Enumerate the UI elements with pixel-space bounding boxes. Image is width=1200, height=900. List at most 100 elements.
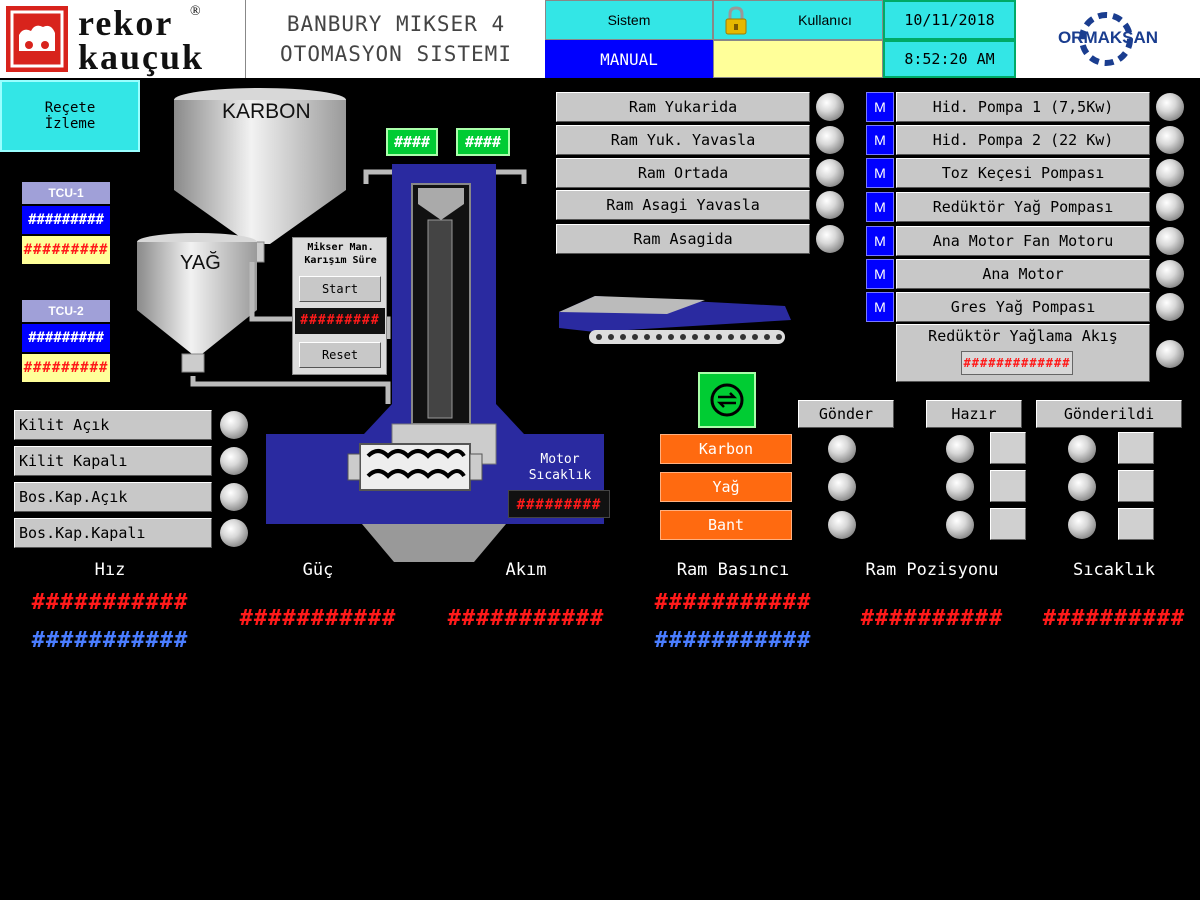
user-display[interactable]	[713, 40, 883, 78]
hazir-bant-box	[990, 508, 1026, 540]
ram-asagi-yavasla-button[interactable]: Ram Asagi Yavasla	[556, 190, 810, 220]
top-display-1: ####	[386, 128, 438, 156]
gonder-bant-lamp[interactable]	[828, 511, 856, 539]
ram-yukarida-button[interactable]: Ram Yukarida	[556, 92, 810, 122]
mixer-reset-button[interactable]: Reset	[299, 342, 381, 368]
hazir-karbon-lamp	[946, 435, 974, 463]
mode-display: MANUAL	[545, 40, 713, 78]
bos-kap-kapali-button[interactable]: Bos.Kap.Kapalı	[14, 518, 212, 548]
motor-temp-label2: Sıcaklık	[528, 468, 592, 483]
reduktor-yag-button[interactable]: Redüktör Yağ Pompası	[896, 192, 1150, 222]
sicaklik-value-red: ##########	[1042, 606, 1186, 631]
gonderildi-bant-lamp	[1068, 511, 1096, 539]
guc-value-red: ###########	[239, 606, 397, 631]
hazir-bant-lamp	[946, 511, 974, 539]
gonderildi-karbon-lamp	[1068, 435, 1096, 463]
yag-feed-button[interactable]: Yağ	[660, 472, 792, 502]
yag-silo-icon	[137, 233, 257, 373]
ana-motor-lamp	[1156, 260, 1184, 288]
bos-kap-acik-lamp	[220, 483, 248, 511]
gres-yag-lamp	[1156, 293, 1184, 321]
yag-label: YAĞ	[180, 252, 221, 274]
tcu1-value1: #########	[22, 206, 110, 234]
ana-motor-button[interactable]: Ana Motor	[896, 259, 1150, 289]
gres-yag-button[interactable]: Gres Yağ Pompası	[896, 292, 1150, 322]
title-line2: OTOMASYON SISTEMI	[280, 42, 512, 66]
hid-pompa1-button[interactable]: Hid. Pompa 1 (7,5Kw)	[896, 92, 1150, 122]
motor-m-hid-pompa1[interactable]: M	[866, 92, 894, 122]
sistem-label[interactable]: Sistem	[545, 0, 713, 40]
mixer-time-value: #########	[295, 308, 385, 334]
ram-yuk-yavasla-button[interactable]: Ram Yuk. Yavasla	[556, 125, 810, 155]
mixer-panel-title2: Karışım Süre	[304, 255, 377, 266]
lock-icon	[724, 6, 748, 39]
ram-basinci-value-red: ###########	[654, 590, 812, 615]
kullanici-label: Kullanıcı	[798, 12, 852, 28]
gonderildi-bant-box	[1118, 508, 1154, 540]
motor-m-ana-motor-fan[interactable]: M	[866, 226, 894, 256]
gonder-yag-lamp[interactable]	[828, 473, 856, 501]
gonderildi-karbon-box	[1118, 432, 1154, 464]
sicaklik-label: Sıcaklık	[1073, 560, 1155, 580]
ram-ortada-lamp	[816, 159, 844, 187]
hazir-yag-lamp	[946, 473, 974, 501]
akim-label: Akım	[505, 560, 547, 580]
gonder-header[interactable]: Gönder	[798, 400, 894, 428]
title-line1: BANBURY MIKSER 4	[286, 12, 506, 36]
hiz-value-blue: ###########	[31, 628, 189, 653]
ram-asagida-button[interactable]: Ram Asagida	[556, 224, 810, 254]
reduktor-flow-panel: Redüktör Yağlama Akış #############	[896, 324, 1150, 382]
gonderildi-yag-lamp	[1068, 473, 1096, 501]
bant-feed-button[interactable]: Bant	[660, 510, 792, 540]
process-graphic	[137, 88, 604, 562]
reduktor-flow-lamp	[1156, 340, 1184, 368]
mixer-body-icon	[266, 164, 604, 562]
motor-m-gres-yag[interactable]: M	[866, 292, 894, 322]
partner-logo-text: ORMAKSAN	[1057, 28, 1159, 47]
gonder-karbon-lamp[interactable]	[828, 435, 856, 463]
ram-basinci-value-blue: ###########	[654, 628, 812, 653]
toz-kecesi-button[interactable]: Toz Keçesi Pompası	[896, 158, 1150, 188]
motor-temp-label1: Motor	[540, 452, 580, 467]
rekor-logo-icon	[6, 6, 68, 72]
motor-m-reduktor-yag[interactable]: M	[866, 192, 894, 222]
brand-name-line1: rekor	[78, 3, 174, 43]
motor-m-hid-pompa2[interactable]: M	[866, 125, 894, 155]
hiz-label: Hız	[94, 560, 126, 580]
feed-status-icon[interactable]	[698, 372, 756, 428]
kilit-kapali-button[interactable]: Kilit Kapalı	[14, 446, 212, 476]
mixer-manual-panel: Mikser Man. Karışım Süre Start #########…	[292, 237, 387, 375]
ram-basinci-label: Ram Basıncı	[676, 560, 790, 580]
karbon-label: KARBON	[222, 100, 311, 123]
mixer-panel-title1: Mikser Man.	[307, 242, 374, 253]
guc-label: Güç	[302, 560, 334, 580]
ana-motor-fan-button[interactable]: Ana Motor Fan Motoru	[896, 226, 1150, 256]
toz-kecesi-lamp	[1156, 159, 1184, 187]
hid-pompa2-button[interactable]: Hid. Pompa 2 (22 Kw)	[896, 125, 1150, 155]
mixer-start-button[interactable]: Start	[299, 276, 381, 302]
bos-kap-kapali-lamp	[220, 519, 248, 547]
motor-m-toz-kecesi[interactable]: M	[866, 158, 894, 188]
recipe-view-button[interactable]: Reçete İzleme	[0, 80, 140, 152]
bos-kap-acik-button[interactable]: Bos.Kap.Açık	[14, 482, 212, 512]
tcu1-value2: #########	[22, 236, 110, 264]
gonderildi-header: Gönderildi	[1036, 400, 1182, 428]
ana-motor-fan-lamp	[1156, 227, 1184, 255]
brand-registered-mark: ®	[190, 4, 201, 19]
tcu2-value1: #########	[22, 324, 110, 352]
kilit-acik-button[interactable]: Kilit Açık	[14, 410, 212, 440]
hazir-yag-box	[990, 470, 1026, 502]
karbon-feed-button[interactable]: Karbon	[660, 434, 792, 464]
date-display: 10/11/2018	[883, 0, 1016, 40]
reduktor-flow-label: Redüktör Yağlama Akış	[928, 327, 1118, 345]
kullanici-cell[interactable]: Kullanıcı	[713, 0, 883, 40]
tcu1-label: TCU-1	[22, 182, 110, 204]
time-display: 8:52:20 AM	[883, 40, 1016, 78]
motor-temp-value: #########	[508, 490, 610, 518]
ram-asagi-yavasla-lamp	[816, 191, 844, 219]
ram-ortada-button[interactable]: Ram Ortada	[556, 158, 810, 188]
kilit-kapali-lamp	[220, 447, 248, 475]
ram-yukarida-lamp	[816, 93, 844, 121]
motor-m-ana-motor[interactable]: M	[866, 259, 894, 289]
hid-pompa1-lamp	[1156, 93, 1184, 121]
